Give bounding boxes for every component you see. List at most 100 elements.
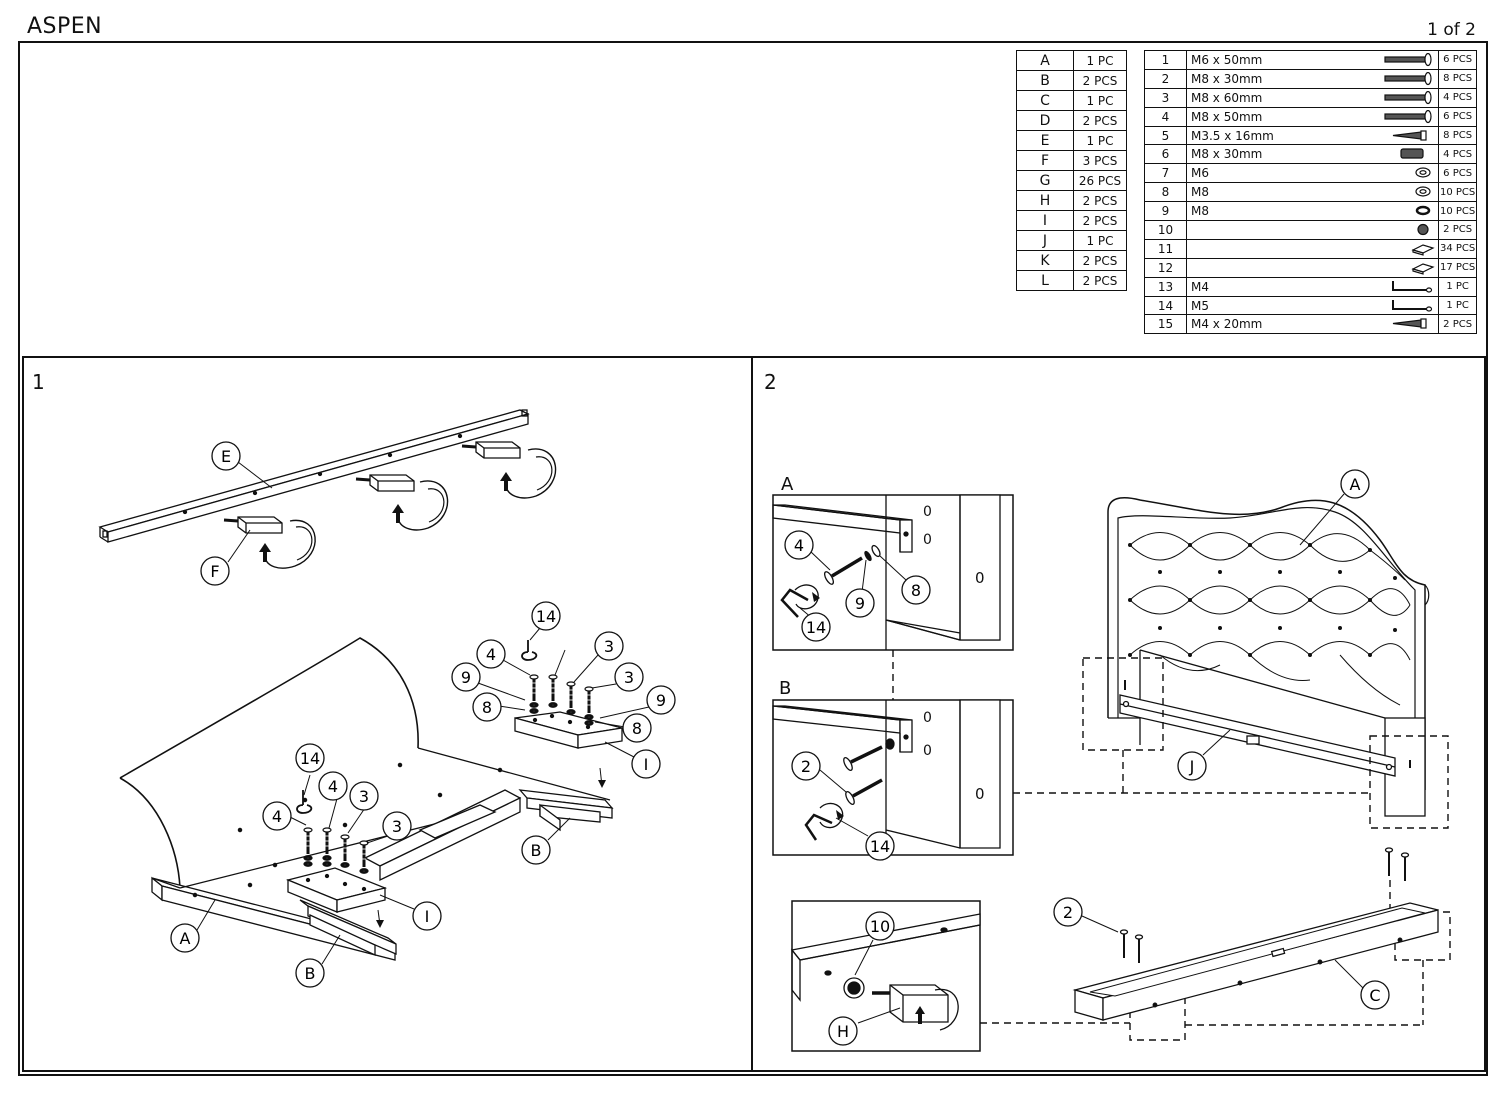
callout-label: 2: [1063, 903, 1073, 922]
callout-label: B: [531, 841, 542, 860]
callout: 14: [295, 743, 325, 773]
hardware-size: M6 x 50mm: [1191, 52, 1263, 67]
callout-label: 9: [656, 691, 666, 710]
part-qty: 1 PC: [1073, 230, 1127, 251]
part-qty: 3 PCS: [1073, 150, 1127, 171]
hardware-row: 14 M5 1 PC: [1144, 295, 1478, 316]
callout: 10: [865, 911, 895, 941]
hardware-size: M8 x 30mm: [1191, 71, 1263, 86]
callout: B: [521, 835, 551, 865]
callout-label: 14: [536, 607, 556, 626]
part-qty: 2 PCS: [1073, 270, 1127, 291]
callout-label: 3: [604, 637, 614, 656]
rail-e: [98, 409, 530, 543]
callout: I: [631, 749, 661, 779]
washer-icon: [1415, 167, 1431, 178]
hardware-size: M4 x 20mm: [1191, 317, 1263, 332]
callout-label: 3: [392, 817, 402, 836]
hardware-qty: 1 PC: [1437, 295, 1478, 316]
hardware-size: M5: [1191, 298, 1209, 313]
hardware-number: 11: [1144, 238, 1187, 259]
hardware-qty: 17 PCS: [1437, 257, 1478, 278]
callout: B: [295, 958, 325, 988]
bolt-icon: [1384, 71, 1432, 85]
callout: A: [1340, 469, 1370, 499]
pad-icon: [1411, 244, 1435, 256]
callout-label: 8: [911, 581, 921, 600]
step-2-callouts: 4 9 8 14 2 14 10 H A J 2 C: [784, 469, 1390, 1046]
hardware-size: M8: [1191, 185, 1209, 200]
document-title: ASPEN: [27, 14, 103, 39]
rail-c: [1072, 847, 1439, 1021]
callout-label: A: [1350, 475, 1361, 494]
hole-label: 0: [975, 785, 985, 803]
bolt-icon: [1384, 53, 1432, 67]
callout-label: 3: [359, 787, 369, 806]
part-letter: L: [1016, 270, 1074, 291]
callout: 4: [318, 771, 348, 801]
callout-label: 8: [632, 719, 642, 738]
part-qty: 1 PC: [1073, 50, 1127, 71]
step-2-diagram: A B: [772, 474, 1451, 1052]
callout-label: 10: [870, 917, 890, 936]
callout-label: 4: [794, 536, 804, 555]
callout: 4: [476, 639, 506, 669]
hole-label: 0: [923, 504, 932, 520]
hardware-size-cell: M6 x 50mm: [1186, 50, 1439, 70]
callout-label: A: [180, 929, 191, 948]
bolt-set-top: [521, 640, 595, 726]
hardware-size: M8 x 50mm: [1191, 109, 1263, 124]
callout: A: [170, 923, 200, 953]
plate-i-top: [514, 711, 623, 788]
hardware-qty: 4 PCS: [1437, 144, 1478, 165]
bolt-icon: [1384, 109, 1432, 123]
hardware-size: M8: [1191, 204, 1209, 219]
callout: C: [1360, 980, 1390, 1010]
callout: 14: [531, 601, 561, 631]
callout: 9: [451, 662, 481, 692]
hole-label: 0: [923, 743, 932, 759]
inset-b-content: [772, 699, 1001, 855]
callout: 3: [614, 662, 644, 692]
step-2-hole-labels: 0 0 0 0 0 0: [923, 504, 985, 803]
hardware-size-cell: M4 x 20mm: [1186, 314, 1439, 335]
hardware-number: 14: [1144, 295, 1187, 316]
callout: 4: [784, 530, 814, 560]
page-number: 1 of 2: [1427, 20, 1476, 40]
callout-label: I: [644, 755, 649, 774]
callout-label: 3: [624, 668, 634, 687]
barrel-nut-icon: [1400, 148, 1424, 160]
step-1-leader-lines: [196, 461, 650, 965]
hole-label: 0: [923, 710, 932, 726]
callout-label: E: [221, 447, 231, 466]
callout: 8: [622, 713, 652, 743]
callout-label: 2: [801, 757, 811, 776]
step-1-diagram: [98, 409, 650, 965]
callout: 8: [472, 692, 502, 722]
hardware-size: M4: [1191, 279, 1209, 294]
hardware-qty: 1 PC: [1437, 276, 1478, 297]
callout-label: 8: [482, 698, 492, 717]
callout: E: [211, 441, 241, 471]
hardware-size-cell: M8 x 30mm: [1186, 68, 1439, 89]
lock-washer-icon: [1415, 205, 1431, 216]
callout: 8: [901, 575, 931, 605]
hardware-size: M8 x 30mm: [1191, 147, 1263, 162]
leg-f-2: [355, 474, 449, 531]
callout-label: B: [305, 964, 316, 983]
callout-label: 9: [855, 594, 865, 613]
allen-key-icon: [1392, 299, 1433, 312]
